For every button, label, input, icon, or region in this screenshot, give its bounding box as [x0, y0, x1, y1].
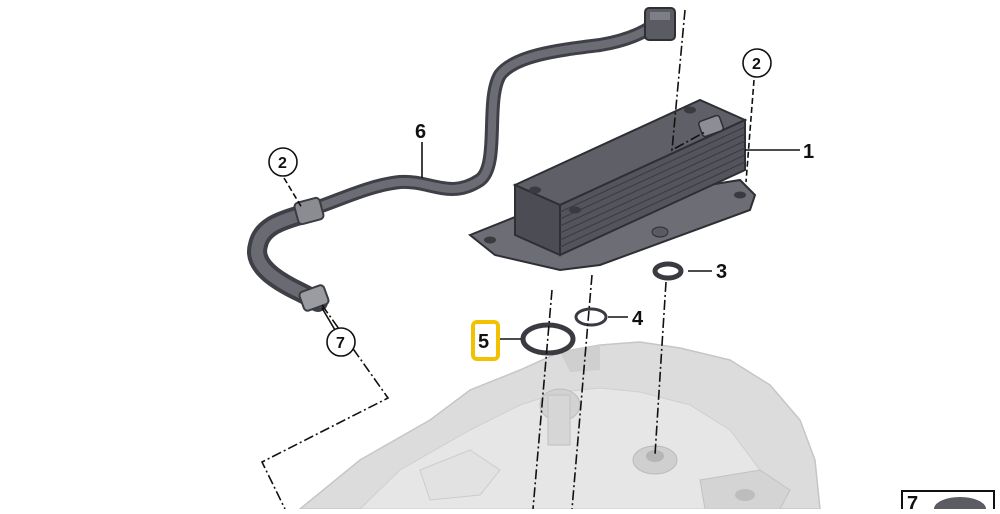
leader-lines: [260, 9, 755, 510]
svg-text:2: 2: [278, 155, 287, 172]
seal-ring-3: [652, 261, 684, 281]
callout-5: 5: [478, 331, 489, 353]
svg-text:7: 7: [336, 335, 345, 352]
svg-text:2: 2: [752, 56, 761, 73]
part-7-thumbnail[interactable]: 7: [901, 490, 995, 514]
callout-2-right: 2: [742, 48, 772, 78]
thumbnail-label: 7: [907, 493, 918, 509]
oil-cooler: [468, 98, 757, 272]
callout-leaders: [321, 142, 800, 340]
seal-ring-5: [520, 322, 576, 356]
callout-4: 4: [632, 308, 644, 330]
callout-6: 6: [415, 121, 426, 143]
seal-ring-4: [574, 307, 608, 327]
callout-7: 7: [326, 327, 356, 357]
engine-block: [297, 341, 821, 510]
coolant-hose: [247, 7, 676, 312]
callout-5-highlight[interactable]: 5: [471, 320, 500, 361]
callout-1: 1: [803, 141, 814, 163]
callout-3: 3: [716, 261, 727, 283]
callout-2-left: 2: [268, 147, 298, 177]
